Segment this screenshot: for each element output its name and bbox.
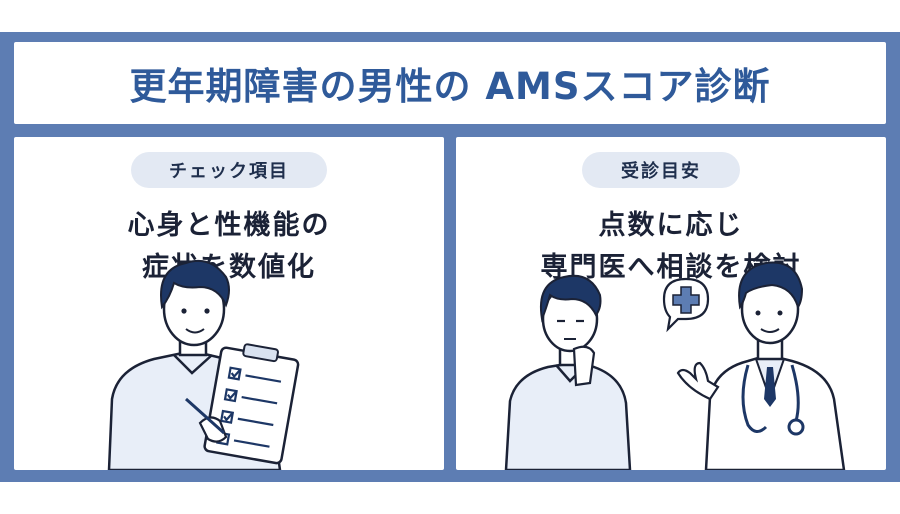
pen [184,397,226,435]
man-with-clipboard-illustration [107,259,300,470]
clipboard-board [203,346,300,465]
man-eye-right [204,308,210,314]
doctor-hair [738,261,804,310]
title-banner: 更年期障害の男性の AMSスコア診断 [14,42,886,124]
doctor-eye-right [777,310,783,316]
doctor-eye-left [755,310,761,316]
doctor-gesture-hand [676,361,720,401]
checklist-panel: チェック項目 心身と性機能の 症状を数値化 [14,137,444,470]
clipboard-clip [242,343,279,363]
man-mouth [185,328,205,334]
consultation-label-pill: 受診目安 [582,152,740,188]
page-title: 更年期障害の男性の AMSスコア診断 [129,65,771,108]
patient-hair [540,274,602,323]
man-eye-left [181,308,187,314]
stethoscope-icon [741,364,768,433]
medical-cross-icon [672,286,700,314]
man-collar [173,354,213,375]
consultation-panel: 受診目安 点数に応じ 専門医へ相談を検討 [456,137,886,470]
patient-and-doctor-illustration [504,261,846,470]
man-hair [160,259,230,310]
checklist-heading-line1: 心身と性機能の [127,210,331,241]
doctor-mouth [760,328,780,333]
consultation-heading-line1: 点数に応じ [598,210,744,241]
doctor-tie [764,367,776,407]
checklist-label-pill: チェック項目 [131,152,327,188]
patient-hand-chin [572,345,596,387]
medical-cross-speech-bubble [662,277,710,333]
